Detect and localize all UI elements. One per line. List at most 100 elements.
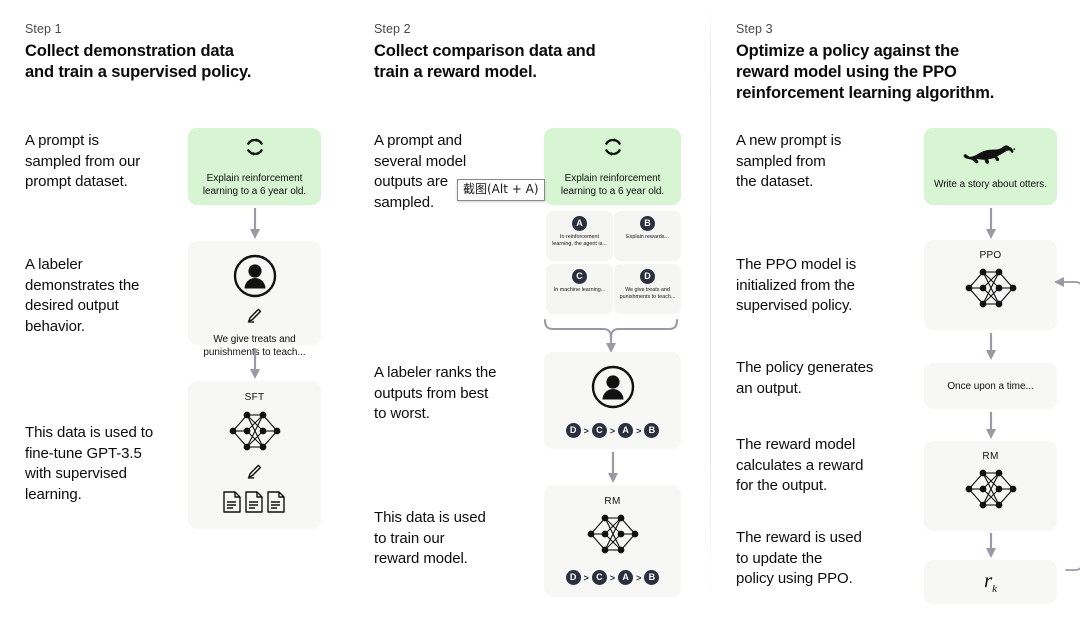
step-1-narration-3: This data is used to fine-tune GPT-3.5 w…	[25, 424, 154, 503]
step-3-arrow-1	[984, 208, 998, 240]
step-2-labeler-panel: D > C > A > B	[544, 352, 681, 449]
step-2-title: Collect comparison data and train a rewa…	[374, 41, 694, 83]
pencil-icon	[246, 463, 263, 485]
step-2-title-line-1: Collect comparison data and	[374, 42, 596, 60]
step-2-narration-1: A prompt and several model outputs are s…	[374, 132, 467, 211]
option-badge-c: C	[572, 269, 587, 284]
step-1-model-label: SFT	[244, 392, 265, 403]
rm-rank-badge-1: D	[565, 570, 581, 585]
step-2-rm-ranking: D > C > A > B	[565, 570, 660, 585]
step-1-prompt-panel: Explain reinforcement learning to a 6 ye…	[188, 128, 321, 205]
step-1-arrow-1	[248, 208, 262, 240]
option-card-a: A In reinforcement learning, the agent i…	[546, 211, 613, 261]
step-3-title-line-3: reinforcement learning algorithm.	[736, 84, 995, 102]
step-3-arrow-3	[984, 412, 998, 440]
rm-rank-badge-4: B	[644, 570, 660, 585]
step-2-model-label: RM	[604, 496, 621, 507]
option-badge-d: D	[640, 269, 655, 284]
step-1-sft-panel: SFT	[188, 381, 321, 529]
step-1-title-line-2: and train a supervised policy.	[25, 63, 252, 81]
rank-badge-1: D	[565, 423, 581, 438]
reward-symbol: rk	[984, 568, 997, 595]
step-1-labeler-panel: We give treats and punishments to teach.…	[188, 241, 321, 358]
step-2-prompt-panel: Explain reinforcement learning to a 6 ye…	[544, 128, 681, 205]
step-3-narration-4: The reward model calculates a reward for…	[736, 436, 864, 494]
reward-symbol-letter: r	[983, 568, 993, 593]
rank-badge-3: A	[618, 423, 634, 438]
rm-rank-badge-3: A	[618, 570, 634, 585]
reward-symbol-subscript: k	[992, 583, 998, 596]
step-1-title-line-1: Collect demonstration data	[25, 42, 234, 60]
step-1-column: Step 1 Collect demonstration data and tr…	[0, 0, 360, 618]
rank-badge-2: C	[591, 423, 607, 438]
step-3-rm-panel: RM	[924, 441, 1057, 531]
step-3-rm-label: RM	[982, 451, 999, 462]
option-badge-b: B	[640, 216, 655, 231]
refresh-circle-icon	[243, 135, 267, 164]
person-circle-icon	[591, 365, 635, 414]
step-3-narration-2: The PPO model is initialized from the su…	[736, 256, 857, 314]
step-2-labeler-ranking: D > C > A > B	[565, 423, 660, 438]
documents-icon	[222, 490, 288, 519]
neural-network-icon	[582, 509, 644, 564]
rank-gt-3: >	[636, 425, 642, 436]
neural-network-icon	[960, 464, 1022, 519]
step-1-label: Step 1	[25, 22, 62, 36]
person-circle-icon	[233, 254, 277, 303]
column-divider-2-3	[710, 8, 711, 608]
option-card-d: D We give treats and punishments to teac…	[614, 264, 681, 314]
option-text-b: Explain rewards...	[626, 234, 669, 240]
neural-network-icon	[960, 263, 1022, 318]
step-1-narration-2: A labeler demonstrates the desired outpu…	[25, 256, 140, 335]
step-2-label: Step 2	[374, 22, 411, 36]
step-2-column: Step 2 Collect comparison data and train…	[363, 0, 710, 618]
step-3-label: Step 3	[736, 22, 773, 36]
option-text-d: We give treats and punishments to teach.…	[619, 287, 676, 300]
option-text-c: In machine learning...	[553, 287, 606, 293]
option-text-a: In reinforcement learning, the agent is.…	[552, 234, 607, 247]
step-3-prompt-panel: Write a story about otters.	[924, 128, 1057, 205]
step-2-narration-3: This data is used to train our reward mo…	[374, 509, 486, 567]
step-3-narration-3: The policy generates an output.	[736, 359, 874, 397]
step-3-column: Step 3 Optimize a policy against the rew…	[722, 0, 1080, 618]
step-2-prompt-text: Explain reinforcement learning to a 6 ye…	[560, 173, 665, 197]
step-2-narration-2: A labeler ranks the outputs from best to…	[374, 364, 497, 422]
step-2-rm-panel: RM D	[544, 485, 681, 597]
option-card-b: B Explain rewards...	[614, 211, 681, 261]
step-3-title-line-1: Optimize a policy against the	[736, 42, 960, 60]
step-3-output-text: Once upon a time...	[947, 380, 1034, 392]
step-2-arrow-2	[606, 452, 620, 484]
pencil-icon	[246, 307, 263, 329]
rm-rank-badge-2: C	[591, 570, 607, 585]
step-2-brace-arrow	[542, 316, 687, 354]
step-3-arrow-2	[984, 333, 998, 361]
rm-rank-gt-1: >	[583, 572, 589, 583]
step-3-narration-5: The reward is used to update the policy …	[736, 529, 862, 587]
step-1-prompt-text: Explain reinforcement learning to a 6 ye…	[202, 173, 307, 197]
step-3-narration-1: A new prompt is sampled from the dataset…	[736, 132, 842, 190]
otter-icon	[963, 143, 1019, 172]
screenshot-tooltip[interactable]: 截图(Alt + A)	[457, 179, 545, 201]
rm-rank-gt-2: >	[609, 572, 616, 583]
refresh-circle-icon	[601, 135, 625, 164]
step-1-title: Collect demonstration data and train a s…	[25, 41, 325, 83]
rank-badge-4: B	[644, 423, 660, 438]
neural-network-icon	[224, 406, 286, 461]
step-3-title-line-2: reward model using the PPO	[736, 63, 957, 81]
rank-gt-2: >	[609, 425, 616, 436]
step-3-ppo-panel: PPO	[924, 240, 1057, 330]
step-2-title-line-2: train a reward model.	[374, 63, 537, 81]
rank-gt-1: >	[583, 425, 589, 436]
step-1-narration-1: A prompt is sampled from our prompt data…	[25, 132, 141, 190]
rm-rank-gt-3: >	[636, 572, 642, 583]
step-3-prompt-text: Write a story about otters.	[934, 178, 1047, 190]
step-3-output-panel: Once upon a time...	[924, 363, 1057, 409]
step-3-arrow-4	[984, 533, 998, 559]
option-card-c: C In machine learning...	[546, 264, 613, 314]
step-3-reward-panel: rk	[924, 560, 1057, 604]
option-badge-a: A	[572, 216, 587, 231]
step-3-feedback-loop-arrow	[1054, 268, 1080, 588]
step-1-arrow-2	[248, 348, 262, 380]
step-3-ppo-label: PPO	[979, 250, 1002, 261]
